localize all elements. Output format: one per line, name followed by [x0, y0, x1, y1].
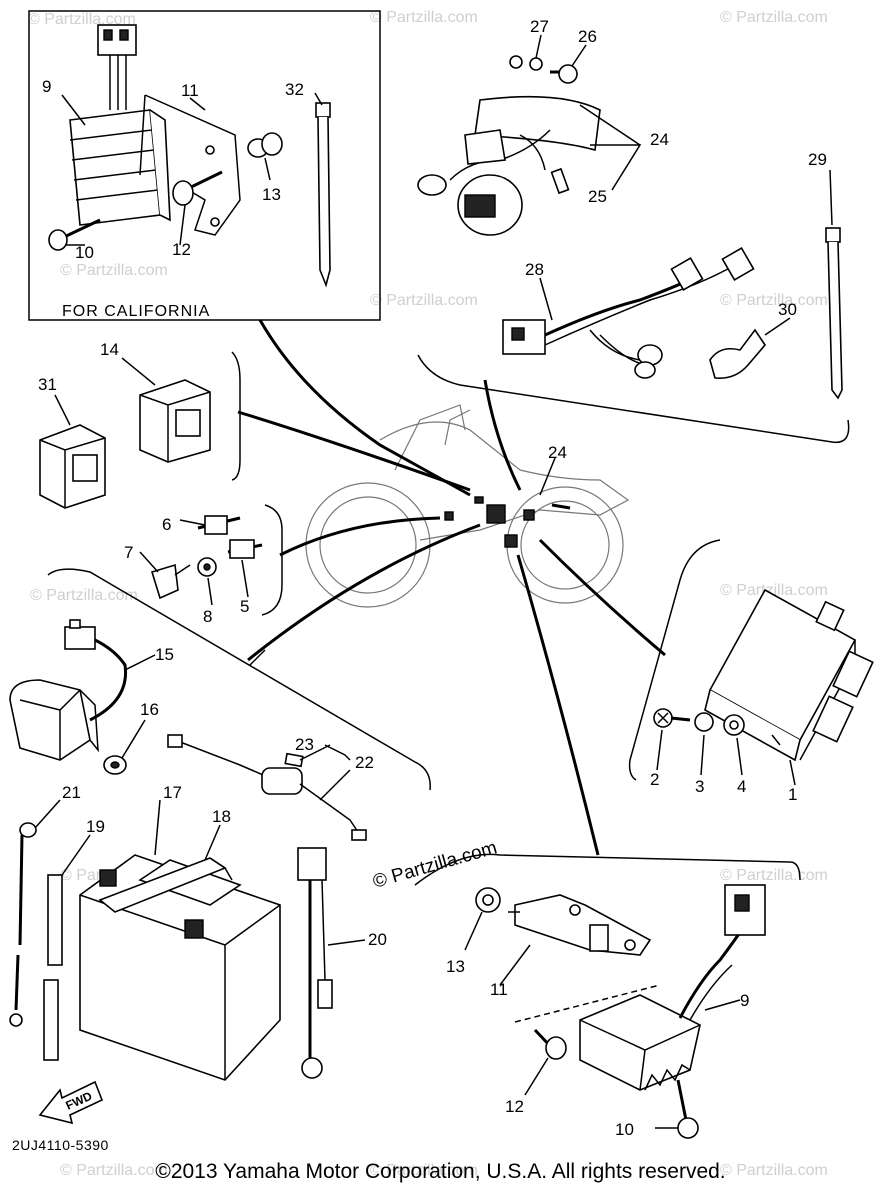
- watermark: © Partzilla.com: [370, 1162, 478, 1179]
- lower-left-group-bracket: [47, 568, 431, 791]
- bracket-11: [499, 894, 652, 986]
- callout-28: 28: [525, 260, 544, 279]
- watermark: © Partzilla.com: [30, 587, 138, 604]
- nut-16: [103, 719, 146, 775]
- callout-31: 31: [38, 375, 57, 394]
- callout-30: 30: [778, 300, 797, 319]
- callout-15: 15: [155, 645, 174, 664]
- watermark: © Partzilla.com: [720, 292, 828, 309]
- cdi-group-bracket: [628, 539, 721, 781]
- callout-labels: 9 11 32 13 12 10 27 26 24 25 29 28 30 14…: [38, 17, 827, 1139]
- lower-right-group-bracket: [414, 853, 801, 886]
- callout-8: 8: [203, 607, 212, 626]
- relay-group-bracket: [231, 351, 241, 481]
- diagram-code: 2UJ4110-5390: [12, 1137, 109, 1153]
- junction-tick: [249, 649, 266, 666]
- callout-32: 32: [285, 80, 304, 99]
- bolt-10: [655, 1079, 699, 1139]
- switch-group-bracket: [261, 504, 283, 616]
- callout-27: 27: [530, 17, 549, 36]
- rectifier-regulator-inset: [69, 24, 171, 226]
- callout-3: 3: [695, 777, 704, 796]
- lead-wire-20: [297, 847, 366, 1079]
- callout-4: 4: [737, 777, 746, 796]
- upper-right-group-bracket: [417, 354, 850, 444]
- callout-11: 11: [490, 980, 508, 999]
- sub-harness-28: [502, 247, 755, 379]
- callout-10-inset: 10: [75, 243, 94, 262]
- connection-lines: [237, 319, 666, 856]
- switch-group-5-8: [139, 515, 263, 606]
- cable-tie-29: [825, 169, 843, 400]
- bracket-inset: [139, 94, 241, 236]
- callout-19: 19: [86, 817, 105, 836]
- starter-relay-15: [9, 619, 156, 761]
- callout-24-upper: 24: [650, 130, 669, 149]
- relay-14: [121, 357, 211, 463]
- tube-19: [43, 834, 91, 1061]
- callout-26: 26: [578, 27, 597, 46]
- battery-17: [79, 799, 281, 1081]
- inset-caption: FOR CALIFORNIA: [62, 303, 210, 320]
- callout-20: 20: [368, 930, 387, 949]
- bolt-inset-12: [172, 170, 223, 206]
- callout-24-center: 24: [548, 443, 567, 462]
- watermark: © Partzilla.com: [370, 292, 478, 309]
- callout-2: 2: [650, 770, 659, 789]
- rectifier-9: [579, 884, 766, 1091]
- callout-13: 13: [446, 957, 465, 976]
- callout-17: 17: [163, 783, 182, 802]
- california-inset-frame: [28, 10, 381, 321]
- nut-13: [464, 887, 501, 951]
- callout-23: 23: [295, 735, 314, 754]
- watermark: © Partzilla.com: [28, 11, 136, 28]
- callout-6: 6: [162, 515, 171, 534]
- callout-18: 18: [212, 807, 231, 826]
- callout-22: 22: [355, 753, 374, 772]
- callout-7: 7: [124, 543, 133, 562]
- callout-10: 10: [615, 1120, 634, 1139]
- callout-16: 16: [140, 700, 159, 719]
- callout-13-inset: 13: [262, 185, 281, 204]
- callout-12-inset: 12: [172, 240, 191, 259]
- callout-9: 9: [740, 991, 749, 1010]
- wire-harness-upper-24: [417, 95, 642, 236]
- callout-21: 21: [62, 783, 81, 802]
- cable-tie-32: [315, 102, 331, 288]
- battery-band-18: [98, 824, 233, 913]
- callout-12: 12: [505, 1097, 524, 1116]
- screw-washers-2-4: [653, 708, 745, 776]
- callout-14: 14: [100, 340, 119, 359]
- clamp-30: [709, 317, 791, 380]
- relay-31: [39, 394, 106, 509]
- callout-11-inset: 11: [181, 81, 199, 100]
- watermark: © Partzilla.com: [60, 262, 168, 279]
- bolt-inset-10: [48, 218, 101, 251]
- brake-switch-22-23: [167, 734, 367, 841]
- watermark: © Partzilla.com: [720, 9, 828, 26]
- cdi-unit-1: [704, 588, 874, 786]
- watermark: © Partzilla.com: [720, 867, 828, 884]
- callout-5: 5: [240, 597, 249, 616]
- battery-cable-21: [9, 799, 61, 1027]
- fwd-arrow-icon: FWD: [38, 1080, 104, 1125]
- watermark-dark: © Partzilla.com: [371, 837, 500, 892]
- watermark: © Partzilla.com: [720, 1162, 828, 1179]
- watermark: © Partzilla.com: [370, 9, 478, 26]
- watermark: © Partzilla.com: [60, 1162, 168, 1179]
- callout-29: 29: [808, 150, 827, 169]
- callout-25: 25: [588, 187, 607, 206]
- inset-leaders: [61, 92, 323, 246]
- callout-1: 1: [788, 785, 797, 804]
- callout-9-inset: 9: [42, 77, 51, 96]
- screw-washer-26-27: [509, 34, 587, 84]
- bolt-12: [514, 984, 661, 1096]
- nut-inset-13: [247, 132, 283, 158]
- copyright-notice: ©2013 Yamaha Motor Corporation, U.S.A. A…: [155, 1160, 726, 1183]
- watermark: © Partzilla.com: [720, 582, 828, 599]
